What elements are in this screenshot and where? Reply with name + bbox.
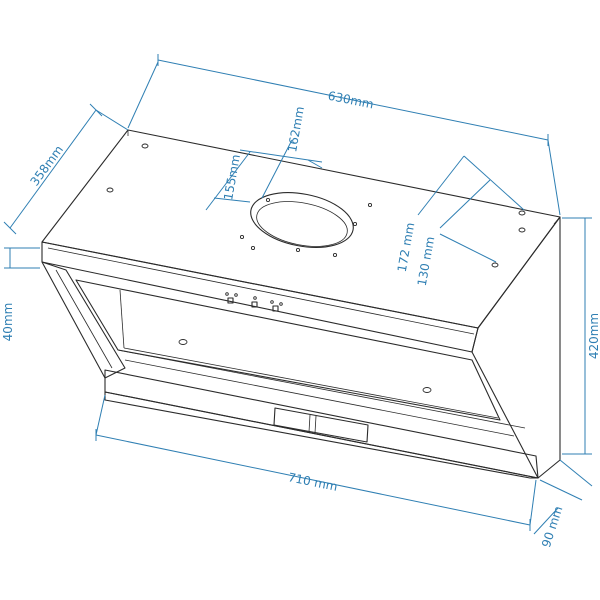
filter-screw-left [178, 339, 188, 345]
label-top-depth: 358mm [27, 143, 66, 189]
ext-line [529, 479, 537, 526]
filter-handle-divider [314, 415, 317, 434]
dim-line-630 [157, 59, 549, 141]
ext-line [547, 139, 561, 216]
ext-line [307, 159, 323, 169]
label-total-height: 420mm [587, 313, 600, 359]
indicator-dot [234, 293, 238, 297]
front-lip [41, 241, 479, 353]
ext-line [213, 197, 251, 203]
mount-hole-right-mid [518, 227, 526, 233]
top-details [106, 143, 526, 268]
exhaust-duct-inner [256, 201, 348, 247]
hood-body [41, 129, 561, 479]
screw-dot [239, 234, 245, 240]
dim-line-710 [95, 434, 531, 526]
dim-line-172 [417, 155, 465, 216]
screw-dot [295, 247, 301, 253]
label-duct-offset-y: 155mm [221, 153, 243, 201]
screw-dot [250, 245, 256, 251]
indicator-dot [225, 292, 229, 296]
dim-line-90 [533, 507, 559, 535]
dim-line-358 [9, 109, 97, 229]
rear-edge-right [553, 216, 561, 225]
label-bottom-depth: 90 mm [539, 504, 565, 549]
mount-hole-rear-left [141, 143, 149, 149]
ext-line [95, 394, 106, 436]
mount-hole-rear-right [518, 210, 526, 216]
control-button-1-icon [227, 297, 234, 304]
dimension-labels: 630mm 358mm 162mm 155mm 172 mm 130 mm 40… [1, 89, 600, 550]
right-side-panel [471, 216, 561, 479]
control-button-2-icon [251, 301, 258, 308]
label-top-width: 630mm [327, 89, 375, 112]
lip-edge-line [47, 247, 475, 335]
lower-frame [104, 369, 539, 479]
ext-line [463, 155, 525, 211]
glass-frame-bottom [123, 347, 499, 419]
screw-dot [352, 221, 358, 227]
ext-line [95, 109, 129, 131]
control-button-3-icon [272, 305, 279, 312]
indicator-dot [279, 302, 283, 306]
label-mount-spacing-b: 130 mm [415, 235, 437, 287]
ext-line [559, 459, 593, 487]
filter-screw-right [422, 387, 432, 393]
exhaust-duct-hole [250, 192, 354, 248]
ext-line [127, 61, 159, 129]
control-panel [225, 292, 283, 312]
ext-line [439, 233, 497, 263]
screw-dot [367, 202, 373, 208]
dim-tick [3, 221, 17, 235]
filter-handle [273, 407, 369, 443]
glass-frame-left [119, 289, 125, 349]
label-duct-offset-x: 162mm [285, 105, 307, 153]
glass-panel [75, 279, 501, 421]
dimension-lines [3, 54, 593, 535]
mount-hole-front-right [491, 262, 499, 268]
lower-details [178, 339, 432, 443]
left-side-panel [41, 261, 126, 379]
mount-hole-front-left [106, 187, 114, 193]
filter-handle-divider [308, 414, 311, 433]
label-mount-spacing-a: 172 mm [395, 221, 417, 273]
left-side-inner-edge [55, 269, 113, 369]
dim-line-155 [205, 151, 251, 211]
indicator-dot [253, 296, 257, 300]
indicator-dot [270, 300, 274, 304]
screw-dot [332, 252, 338, 258]
label-front-lip-height: 40mm [1, 303, 15, 342]
lower-frame-inner [124, 359, 515, 437]
lower-frame-rail [117, 349, 526, 429]
base-edge [104, 391, 539, 479]
ext-line [539, 479, 583, 501]
dim-line-130 [439, 179, 491, 229]
screw-dot [265, 197, 271, 203]
label-bottom-width: 710 mm [287, 470, 339, 494]
ext-line [261, 139, 293, 199]
